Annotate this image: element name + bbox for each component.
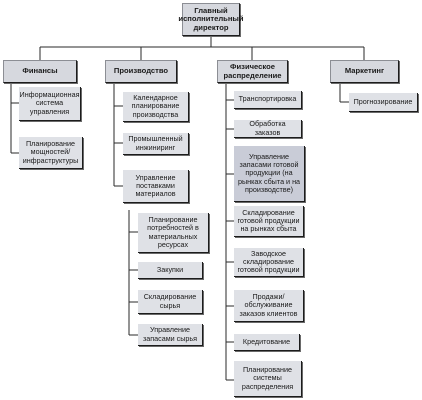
finance-box: Финансы [3, 60, 77, 83]
capacity-planning-box: Планирование мощностей/ инфраструктуры [19, 137, 83, 169]
materials-management-box: Управление поставками материалов [123, 170, 189, 203]
production-label: Производство [113, 66, 169, 76]
ceo-label: Главный исполнительный директор [178, 5, 244, 32]
forecasting-label: Прогнозирование [353, 96, 413, 106]
purchasing-label: Закупки [156, 264, 184, 274]
distribution-label: Физическое распределение [223, 62, 282, 80]
purchasing-box: Закупки [138, 262, 203, 279]
mis-box: Информационная система управления [19, 87, 81, 121]
fg-warehousing-factory-label: Заводское складирование готовой продукци… [237, 248, 300, 275]
finance-label: Финансы [22, 66, 58, 76]
distribution-box: Физическое распределение [217, 60, 288, 83]
fg-inventory-label: Управление запасами готовой продукции (н… [237, 152, 301, 194]
ceo-box: Главный исполнительный директор [178, 3, 244, 36]
materials-management-label: Управление поставками материалов [135, 172, 176, 199]
fg-inventory-box: Управление запасами готовой продукции (н… [234, 146, 305, 202]
mrp-box: Планирование потребностей в материальных… [138, 213, 209, 253]
transportation-box: Транспортировка [234, 91, 302, 109]
fg-warehousing-market-box: Складирование готовой продукции на рынка… [234, 206, 304, 237]
distribution-planning-box: Планирование системы распределения [234, 361, 302, 397]
order-processing-label: Обработка заказов [249, 119, 286, 137]
capacity-planning-label: Планирование мощностей/ инфраструктуры [22, 139, 79, 165]
sales-service-label: Продажи/ обслуживание заказов клиентов [239, 292, 298, 318]
fg-warehousing-market-label: Складирование готовой продукции на рынка… [237, 207, 300, 234]
marketing-box: Маркетинг [330, 60, 399, 83]
sales-service-box: Продажи/ обслуживание заказов клиентов [234, 290, 304, 322]
crediting-label: Кредитование [242, 336, 291, 346]
raw-warehousing-box: Складирование сырья [138, 290, 203, 314]
raw-inventory-label: Управление запасами сырья [142, 325, 198, 343]
marketing-label: Маркетинг [344, 66, 385, 76]
distribution-planning-label: Планирование системы распределения [241, 365, 294, 391]
transportation-label: Транспортировка [238, 94, 297, 104]
raw-warehousing-label: Складирование сырья [143, 292, 197, 310]
industrial-engineering-label: Промышленный инжиниринг [128, 134, 183, 152]
mrp-label: Планирование потребностей в материальных… [147, 215, 199, 249]
production-box: Производство [105, 60, 177, 83]
mis-label: Информационная система управления [19, 90, 80, 116]
forecasting-box: Прогнозирование [349, 93, 418, 112]
connector-lines [10, 36, 365, 381]
raw-inventory-box: Управление запасами сырья [138, 324, 203, 346]
calendar-planning-label: Календарное планирование производства [131, 93, 180, 119]
industrial-engineering-box: Промышленный инжиниринг [123, 133, 189, 155]
order-processing-box: Обработка заказов [234, 120, 302, 138]
calendar-planning-box: Календарное планирование производства [123, 92, 189, 122]
crediting-box: Кредитование [234, 334, 300, 351]
fg-warehousing-factory-box: Заводское складирование готовой продукци… [234, 248, 304, 277]
